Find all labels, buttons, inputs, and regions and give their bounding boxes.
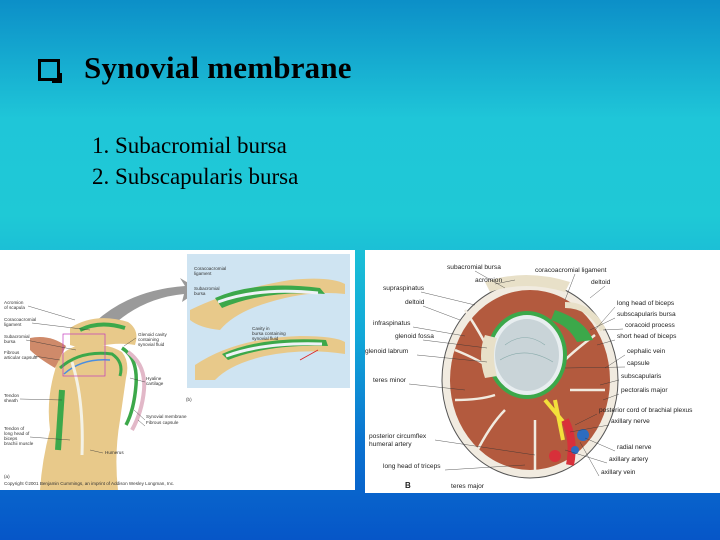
- svg-text:Synovial membrane: Synovial membrane: [146, 414, 187, 419]
- left-figure-panel: Coracoacromial ligament Subacromial burs…: [0, 250, 355, 490]
- svg-text:long head of triceps: long head of triceps: [383, 463, 441, 470]
- svg-text:glenoid fossa: glenoid fossa: [395, 333, 434, 340]
- list-item-subscapularis: 2. Subscapularis bursa: [92, 161, 298, 192]
- svg-text:axillary nerve: axillary nerve: [611, 418, 650, 425]
- svg-text:short head of biceps: short head of biceps: [617, 333, 677, 340]
- label-synovial-fluid: synovial fluid: [252, 336, 279, 341]
- svg-text:capsule: capsule: [627, 360, 650, 367]
- svg-text:ligament: ligament: [4, 322, 22, 327]
- checkbox-bullet-icon: [38, 59, 60, 81]
- panel-tag-b: (b): [186, 397, 192, 402]
- panel-tag-a: (a): [4, 474, 10, 479]
- svg-text:subscapularis bursa: subscapularis bursa: [617, 311, 676, 318]
- svg-text:axillary artery: axillary artery: [609, 456, 649, 463]
- svg-text:long head of biceps: long head of biceps: [617, 300, 675, 307]
- label-ligament: ligament: [194, 271, 212, 276]
- svg-text:deltoid: deltoid: [405, 299, 425, 306]
- svg-text:coracoid process: coracoid process: [625, 322, 676, 329]
- list-item-subacromial: 1. Subacromial bursa: [92, 130, 298, 161]
- label-bursa: bursa: [194, 291, 206, 296]
- shoulder-cross-section-illustration: subacromial bursa coracoacromial ligamen…: [365, 250, 720, 493]
- svg-text:supraspinatus: supraspinatus: [383, 285, 425, 292]
- svg-text:posterior circumflex: posterior circumflex: [369, 433, 427, 440]
- svg-text:teres major: teres major: [451, 483, 485, 490]
- svg-text:brachii muscle: brachii muscle: [4, 441, 34, 446]
- content-list: 1. Subacromial bursa 2. Subscapularis bu…: [92, 130, 298, 192]
- title-text: Synovial membrane: [84, 50, 352, 86]
- svg-text:bursa: bursa: [4, 339, 16, 344]
- svg-text:axillary vein: axillary vein: [601, 469, 636, 476]
- svg-text:subscapularis: subscapularis: [621, 373, 662, 380]
- svg-text:pectoralis major: pectoralis major: [621, 387, 668, 394]
- svg-text:radial nerve: radial nerve: [617, 444, 652, 451]
- svg-text:of scapula: of scapula: [4, 305, 25, 310]
- svg-text:deltoid: deltoid: [591, 279, 611, 286]
- svg-text:synovial fluid: synovial fluid: [138, 342, 165, 347]
- svg-text:coracoacromial ligament: coracoacromial ligament: [535, 267, 607, 274]
- svg-text:cephalic vein: cephalic vein: [627, 348, 665, 355]
- svg-text:acromion: acromion: [475, 277, 502, 284]
- svg-text:subacromial bursa: subacromial bursa: [447, 264, 501, 271]
- right-figure-panel: subacromial bursa coracoacromial ligamen…: [365, 250, 720, 493]
- svg-text:posterior cord of brachial ple: posterior cord of brachial plexus: [599, 407, 693, 414]
- shoulder-joint-illustration: Coracoacromial ligament Subacromial burs…: [0, 250, 355, 490]
- copyright-text: Copyright ©2001 Benjamin Cummings, an im…: [4, 480, 174, 486]
- svg-text:teres minor: teres minor: [373, 377, 407, 384]
- svg-text:sheath: sheath: [4, 398, 18, 403]
- slide-title: Synovial membrane: [38, 50, 352, 86]
- svg-text:articular capsule: articular capsule: [4, 355, 38, 360]
- svg-text:infraspinatus: infraspinatus: [373, 320, 411, 327]
- svg-text:humeral artery: humeral artery: [369, 441, 412, 448]
- svg-text:Humerus: Humerus: [105, 450, 124, 455]
- svg-text:Fibrous capsule: Fibrous capsule: [146, 420, 179, 425]
- svg-text:glenoid labrum: glenoid labrum: [365, 348, 409, 355]
- svg-text:cartilage: cartilage: [146, 381, 164, 386]
- panel-tag-B: B: [405, 481, 411, 490]
